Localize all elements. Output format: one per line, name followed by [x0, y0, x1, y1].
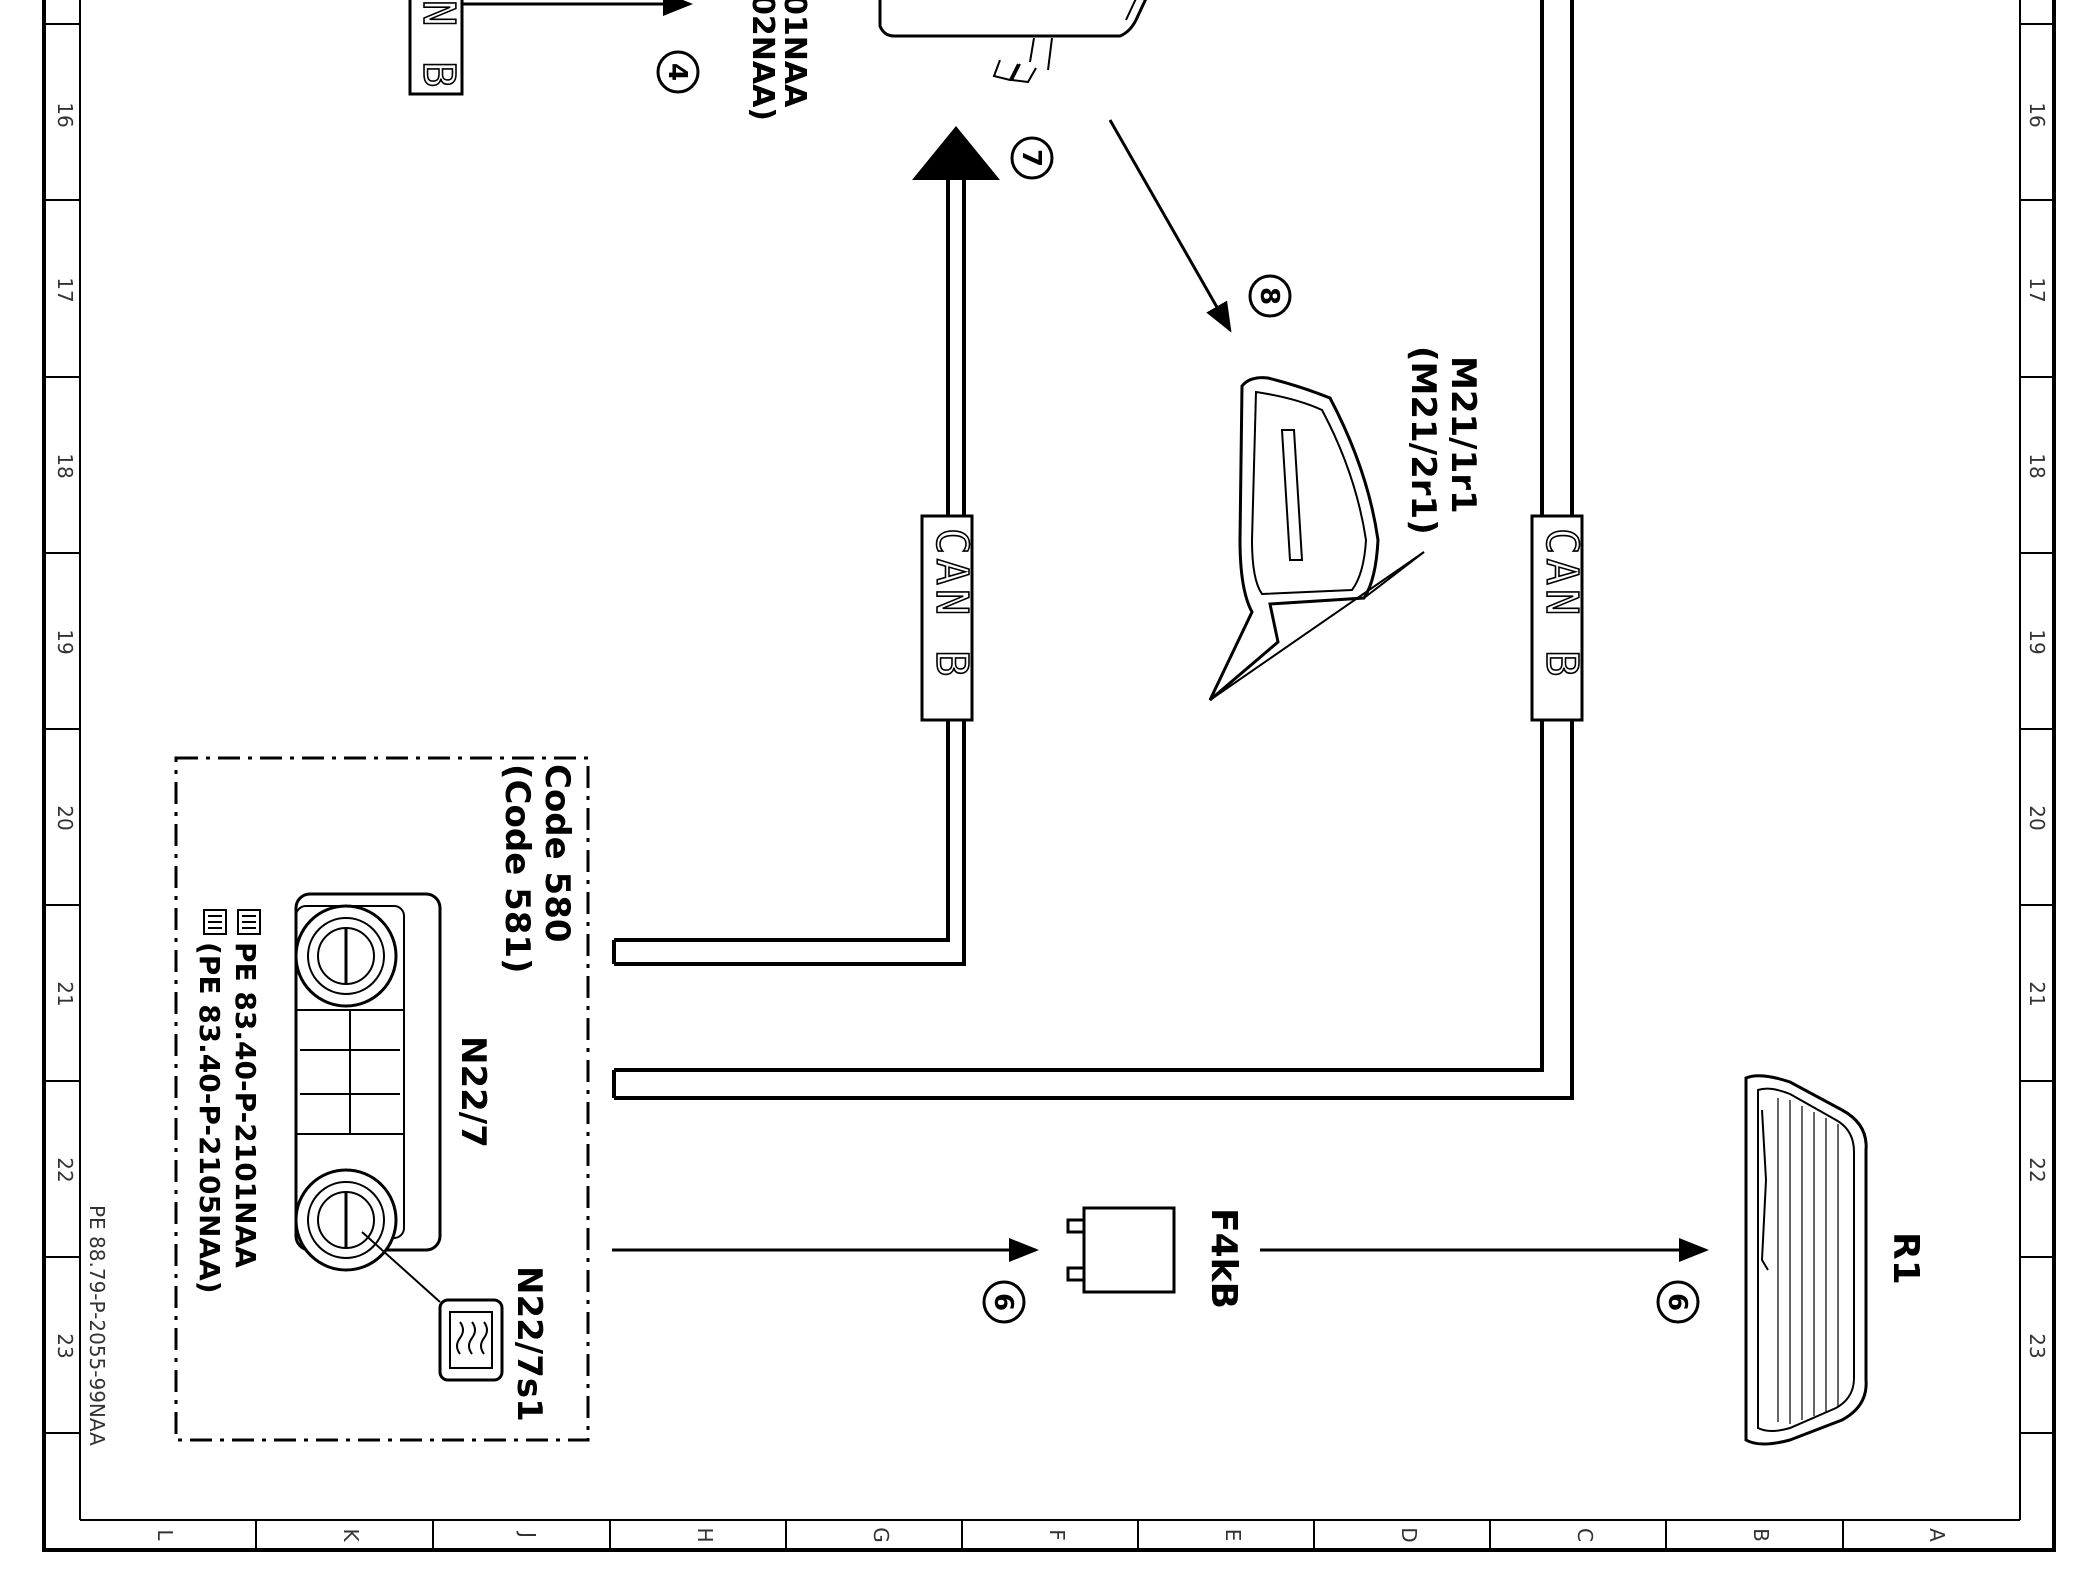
fuse-label: F4kB — [1203, 1208, 1244, 1309]
zone-row-17-right: 17 — [2025, 277, 2049, 302]
zone-col-L: L — [153, 1529, 177, 1541]
can-b-label-left: CAN B — [920, 514, 978, 722]
can-b-text-right: CAN B — [1536, 528, 1587, 680]
row-zone-ticks — [44, 23, 2054, 1434]
switch-leader-line — [361, 1231, 441, 1303]
zone-row-19-right: 19 — [2025, 629, 2049, 654]
ref-fragment-top-2: 02NAA) — [745, 0, 780, 121]
row-zone-labels-left: 16 17 18 19 20 21 22 23 — [53, 102, 77, 1358]
callout-7: 7 — [1010, 136, 1054, 180]
zone-row-23-left: 23 — [53, 1333, 77, 1358]
can-b-bus-left — [614, 180, 966, 966]
zone-row-20-right: 20 — [2025, 805, 2049, 830]
sheet-frame — [42, 0, 2056, 1552]
ref-fragment-top-1: 01NAA — [777, 0, 812, 108]
zone-row-16-left: 16 — [53, 102, 77, 127]
zone-col-E: E — [1221, 1529, 1245, 1542]
option-ref-line-2: (PE 83.40-P-2105NAA) — [193, 942, 226, 1294]
svg-text:8: 8 — [1254, 287, 1284, 305]
zone-row-18-right: 18 — [2025, 453, 2049, 478]
zone-col-F: F — [1045, 1529, 1069, 1541]
zone-row-16-right: 16 — [2025, 102, 2049, 127]
rear-defrost-switch-icon — [438, 1298, 504, 1382]
option-ref-line-1: PE 83.40-P-2101NAA — [229, 942, 262, 1268]
can-b-label-right: CAN B — [1530, 514, 1588, 722]
callout-4: 4 — [656, 50, 700, 94]
zone-row-22-right: 22 — [2025, 1157, 2049, 1182]
callout-6-left: 6 — [982, 1280, 1026, 1324]
zone-row-17-left: 17 — [53, 277, 77, 302]
switch-label: N22/7s1 — [509, 1266, 549, 1422]
control-unit-label: N22/7 — [453, 1036, 493, 1148]
zone-row-20-left: 20 — [53, 805, 77, 830]
row-zone-labels-right: 16 17 18 19 20 21 22 23 — [2025, 102, 2049, 1358]
arrow-to-mirror — [1108, 119, 1232, 333]
zone-row-23-right: 23 — [2025, 1333, 2049, 1358]
can-b-bus-right — [614, 0, 1574, 1100]
top-left-can-fragment: N B — [408, 0, 465, 96]
can-b-text-left: CAN B — [926, 528, 977, 680]
zone-col-D: D — [1397, 1527, 1421, 1542]
svg-text:6: 6 — [1662, 1293, 1692, 1311]
document-reference: PE 88.79-P-2055-99NAA — [85, 1205, 109, 1446]
doc-ref-icon-2 — [203, 909, 227, 935]
zone-row-21-left: 21 — [53, 981, 77, 1006]
top-module-fragment-icon — [878, 0, 1147, 84]
doc-ref-icon-1 — [237, 909, 261, 935]
zone-row-18-left: 18 — [53, 453, 77, 478]
zone-col-J: J — [516, 1530, 540, 1538]
zone-row-21-right: 21 — [2025, 981, 2049, 1006]
zone-col-A: A — [1925, 1528, 1949, 1542]
can-bus-fragment-label: N B — [413, 0, 464, 91]
climate-control-unit-icon — [294, 892, 442, 1272]
mirror-label-alt: (M21/2r1) — [1403, 346, 1443, 535]
svg-text:4: 4 — [662, 63, 692, 81]
zone-col-H: H — [693, 1527, 717, 1542]
callout-6-right: 6 — [1656, 1280, 1700, 1324]
rear-window-defroster-icon — [1744, 1074, 1868, 1446]
column-zone-ticks — [255, 1520, 1844, 1550]
svg-text:7: 7 — [1016, 149, 1046, 167]
zone-row-19-left: 19 — [53, 629, 77, 654]
option-code-line-1: Code 580 — [537, 764, 577, 943]
option-code-line-2: (Code 581) — [497, 764, 537, 974]
rear-window-label: R1 — [1885, 1232, 1926, 1285]
callout-8: 8 — [1248, 274, 1292, 318]
mirror-label: M21/1r1 — [1443, 356, 1483, 514]
zone-col-C: C — [1573, 1528, 1597, 1542]
svg-text:6: 6 — [988, 1293, 1018, 1311]
zone-col-K: K — [339, 1528, 363, 1542]
zone-row-22-left: 22 — [53, 1157, 77, 1182]
zone-col-G: G — [869, 1527, 893, 1543]
column-zone-labels: L K J H G F E D C B A — [153, 1527, 1949, 1543]
can-b-bus-left-arrowhead — [912, 126, 1000, 180]
outside-mirror-icon — [1208, 376, 1425, 702]
zone-col-B: B — [1749, 1528, 1773, 1542]
fuse-relay-icon — [1066, 1206, 1176, 1294]
